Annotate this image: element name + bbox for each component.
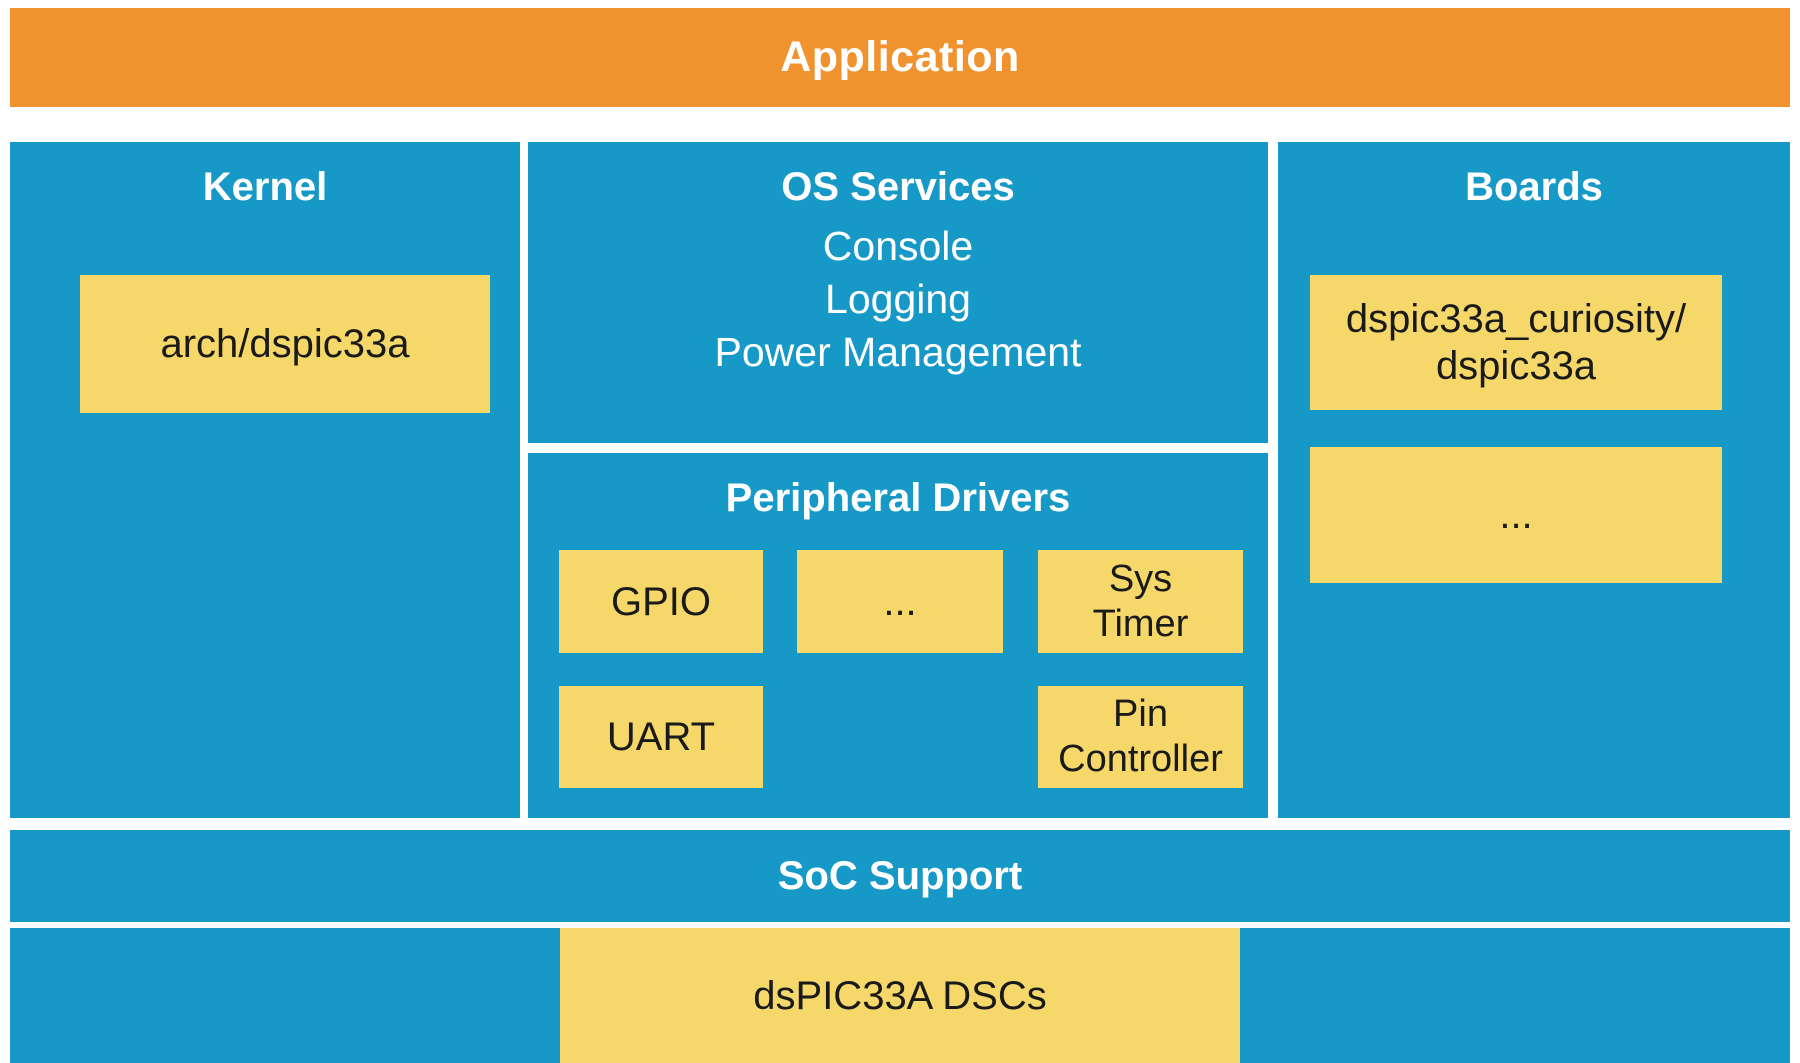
- driver-box-pin-controller: Pin Controller: [1038, 686, 1243, 788]
- boards-column: Boards dspic33a_curiosity/ dspic33a ...: [1278, 142, 1790, 818]
- kernel-title: Kernel: [202, 165, 328, 209]
- soc-box-dspic33a-dscs: dsPIC33A DSCs: [560, 928, 1240, 1063]
- os-services-list: Console Logging Power Management: [528, 220, 1268, 379]
- boards-title: Boards: [1465, 165, 1603, 209]
- driver-box-more: ...: [797, 550, 1003, 653]
- os-services-panel: OS Services Console Logging Power Manage…: [528, 142, 1268, 443]
- soc-row: dsPIC33A DSCs: [10, 928, 1790, 1063]
- kernel-column: Kernel arch/dspic33a: [10, 142, 520, 818]
- peripheral-drivers-title: Peripheral Drivers: [725, 476, 1071, 520]
- soc-support-bar: SoC Support: [10, 830, 1790, 922]
- os-services-title: OS Services: [781, 165, 1015, 209]
- driver-box-gpio: GPIO: [559, 550, 763, 653]
- service-power-management: Power Management: [714, 329, 1082, 375]
- board-box-curiosity: dspic33a_curiosity/ dspic33a: [1310, 275, 1722, 410]
- driver-box-sys-timer: Sys Timer: [1038, 550, 1243, 653]
- application-title: Application: [780, 33, 1020, 81]
- service-console: Console: [822, 223, 974, 269]
- board-box-more: ...: [1310, 447, 1722, 583]
- service-logging: Logging: [825, 276, 971, 322]
- application-bar: Application: [10, 8, 1790, 107]
- peripheral-drivers-panel: Peripheral Drivers GPIO ... Sys Timer UA…: [528, 453, 1268, 818]
- soc-support-title: SoC Support: [777, 853, 1023, 898]
- kernel-arch-box: arch/dspic33a: [80, 275, 490, 413]
- driver-box-uart: UART: [559, 686, 763, 788]
